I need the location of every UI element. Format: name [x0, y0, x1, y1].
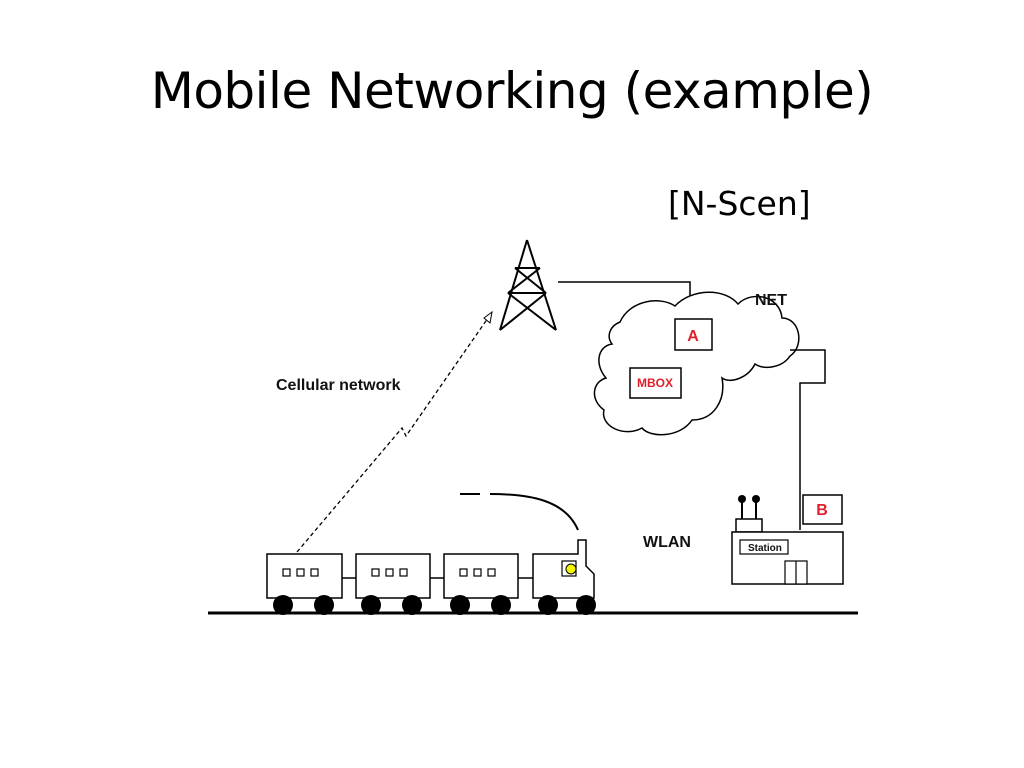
locomotive [532, 539, 596, 615]
train-car [266, 553, 343, 615]
cellular-link [296, 317, 489, 553]
node-b-box [802, 494, 843, 525]
cellular-link-arrowhead [483, 310, 493, 324]
node-a-box [674, 318, 713, 351]
slide-title: Mobile Networking (example) [150, 62, 874, 120]
node-b-label: B [816, 502, 828, 519]
net-label: NET [755, 292, 787, 309]
reference-citation: [N-Scen] [668, 184, 811, 223]
train-car [443, 553, 519, 615]
net-cloud [593, 291, 800, 436]
train [266, 539, 596, 615]
mbox-label: MBOX [637, 376, 673, 390]
wlan-label: WLAN [643, 534, 691, 551]
wlan-link [460, 493, 579, 531]
station-building: Station [731, 495, 844, 585]
mobile-device-icon [565, 563, 577, 575]
cell-tower-icon [499, 239, 557, 331]
antenna-icon [752, 495, 760, 503]
node-a-label: A [687, 328, 699, 345]
antenna-icon [738, 495, 746, 503]
train-car [355, 553, 431, 615]
station-label: Station [748, 543, 782, 554]
mbox-box [629, 367, 682, 399]
net-to-station-link [790, 349, 826, 530]
cellular-network-label: Cellular network [276, 377, 401, 394]
